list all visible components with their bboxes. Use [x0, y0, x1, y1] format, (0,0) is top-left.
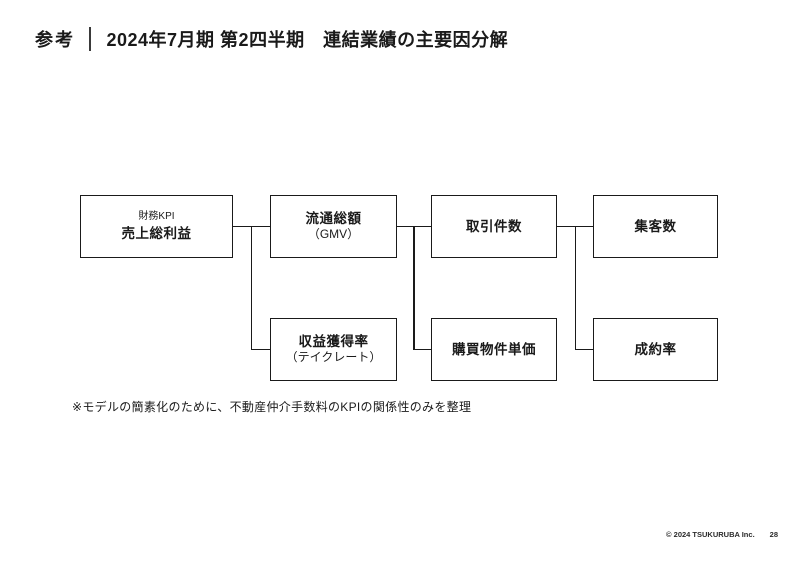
copyright: © 2024 TSUKURUBA Inc.: [666, 530, 755, 539]
title-divider: [89, 27, 91, 51]
kpi-box-purchase-unit-price: 購買物件単価: [431, 318, 557, 381]
kpi-box-take-rate: 収益獲得率 （テイクレート）: [270, 318, 397, 381]
kpi-box-visitor-count-label: 集客数: [634, 218, 677, 234]
kpi-box-gross-profit-label: 売上総利益: [121, 226, 192, 242]
slide-footer: © 2024 TSUKURUBA Inc. 28: [666, 530, 778, 539]
kpi-box-close-rate: 成約率: [593, 318, 718, 381]
kpi-box-close-rate-label: 成約率: [634, 341, 677, 357]
kpi-box-transaction-count: 取引件数: [431, 195, 557, 258]
connector-gmv-unitprice-vertical: [413, 225, 415, 350]
kpi-box-gross-profit-subtitle: 財務KPI: [138, 211, 175, 223]
kpi-box-gmv-label: 流通総額: [305, 210, 362, 226]
connector-takerate-stub: [250, 348, 270, 350]
kpi-box-visitor-count: 集客数: [593, 195, 718, 258]
connector-closerate-stub: [574, 348, 593, 350]
footnote: ※モデルの簡素化のために、不動産仲介手数料のKPIの関係性のみを整理: [72, 400, 472, 414]
kpi-box-transaction-count-label: 取引件数: [466, 218, 522, 234]
connector-unitprice-stub: [413, 348, 431, 350]
kpi-box-purchase-unit-price-label: 購買物件単価: [452, 341, 536, 357]
kpi-box-take-rate-label: 収益獲得率: [298, 333, 369, 349]
page-number: 28: [769, 530, 778, 539]
kpi-box-take-rate-sublabel: （テイクレート）: [285, 350, 382, 365]
header-tag: 参考: [35, 30, 75, 50]
kpi-box-gross-profit: 財務KPI 売上総利益: [80, 195, 233, 258]
page-title: 2024年7月期 第2四半期 連結業績の主要因分解: [106, 30, 509, 50]
kpi-box-gmv-sublabel: （GMV）: [307, 227, 360, 242]
kpi-box-gmv: 流通総額 （GMV）: [270, 195, 397, 258]
slide-header: 参考 2024年7月期 第2四半期 連結業績の主要因分解: [35, 26, 508, 52]
connector-grossprofit-takerate-vertical: [250, 225, 252, 350]
connector-transactions-closerate-vertical: [574, 225, 576, 350]
